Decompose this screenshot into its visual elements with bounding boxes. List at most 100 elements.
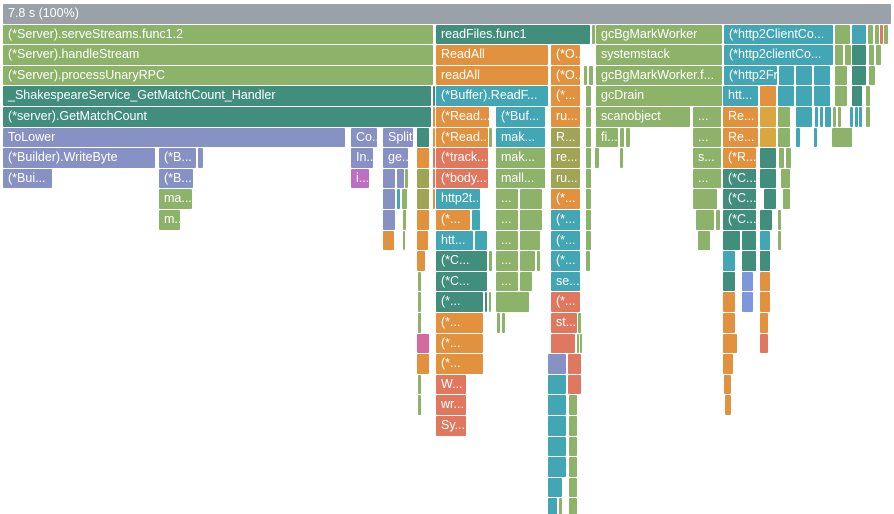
frame-block[interactable]	[397, 168, 404, 189]
frame-block[interactable]	[760, 230, 770, 251]
frame-readall[interactable]: readAll	[436, 65, 548, 86]
frame-block[interactable]	[418, 395, 421, 415]
frame-block[interactable]	[814, 65, 830, 86]
frame-block[interactable]	[586, 168, 591, 189]
frame-block[interactable]	[779, 65, 794, 86]
frame-block[interactable]	[852, 86, 862, 106]
frame-block[interactable]	[855, 107, 858, 127]
frame-block[interactable]	[884, 24, 888, 45]
frame-st[interactable]: st...	[551, 313, 577, 333]
frame-block[interactable]	[825, 107, 831, 127]
frame-block[interactable]	[489, 127, 492, 148]
frame-block[interactable]	[433, 127, 435, 148]
frame-[interactable]: (*...	[551, 251, 580, 271]
frame-c[interactable]: (*C...	[436, 271, 487, 292]
frame-block[interactable]	[417, 168, 429, 189]
frame-scanobject[interactable]: scanobject	[596, 107, 690, 127]
frame-block[interactable]	[723, 251, 735, 271]
frame-block[interactable]	[796, 107, 812, 127]
frame-[interactable]: (*...	[436, 354, 483, 374]
frame-block[interactable]	[433, 86, 435, 106]
frame-block[interactable]	[417, 230, 428, 251]
frame-block[interactable]	[383, 230, 394, 251]
frame-block[interactable]	[496, 292, 529, 312]
frame-block[interactable]	[198, 148, 203, 168]
frame-block[interactable]	[569, 477, 577, 498]
frame-gcbgmarkworker[interactable]: gcBgMarkWorker	[596, 24, 722, 45]
frame-[interactable]: (*...	[551, 189, 580, 209]
frame-buffer-readf[interactable]: (*Buffer).ReadF...	[436, 86, 548, 106]
frame-i[interactable]: i...	[351, 168, 369, 189]
frame-block[interactable]	[723, 292, 735, 312]
frame-block[interactable]	[786, 148, 791, 168]
frame-block[interactable]	[520, 271, 532, 292]
frame-[interactable]: ...	[496, 251, 518, 271]
frame-block[interactable]	[569, 416, 577, 436]
frame-block[interactable]	[783, 189, 790, 209]
frame-[interactable]: ...	[693, 107, 721, 127]
frame-c[interactable]: (*C...	[723, 189, 756, 209]
frame-block[interactable]	[586, 127, 591, 148]
frame-block[interactable]	[778, 86, 794, 106]
frame-wr[interactable]: wr...	[436, 395, 466, 415]
frame-ru[interactable]: ru...	[551, 107, 580, 127]
frame-block[interactable]	[569, 436, 577, 457]
frame-block[interactable]	[869, 45, 874, 65]
frame-block[interactable]	[433, 189, 435, 209]
frame-server-getmatchcount[interactable]: (*server).GetMatchCount	[3, 107, 431, 127]
frame-track[interactable]: (*track...	[436, 148, 488, 168]
frame-r[interactable]: (*R...	[723, 148, 756, 168]
frame-[interactable]: ...	[693, 127, 721, 148]
frame-se[interactable]: se...	[551, 271, 580, 292]
frame-ru[interactable]: ru...	[551, 168, 580, 189]
frame-block[interactable]	[835, 45, 843, 65]
frame-split[interactable]: Split	[383, 127, 413, 148]
frame-block[interactable]	[489, 251, 492, 271]
frame-block[interactable]	[869, 65, 875, 86]
frame-block[interactable]	[866, 86, 870, 106]
frame-block[interactable]	[868, 24, 873, 45]
frame-block[interactable]	[417, 189, 429, 209]
frame-block[interactable]	[569, 457, 577, 477]
frame-block[interactable]	[852, 45, 866, 65]
frame-re[interactable]: Re...	[723, 107, 758, 127]
frame-block[interactable]	[760, 210, 772, 230]
frame-block[interactable]	[586, 210, 591, 230]
frame-block[interactable]	[417, 210, 429, 230]
frame-b[interactable]: (*B...	[159, 168, 193, 189]
frame-readfiles-func1[interactable]: readFiles.func1	[436, 24, 590, 45]
frame-block[interactable]	[716, 210, 720, 230]
frame-block[interactable]	[760, 292, 770, 312]
frame-block[interactable]	[520, 189, 542, 209]
frame-block[interactable]	[417, 127, 429, 148]
frame-[interactable]: (*...	[436, 313, 483, 333]
frame-block[interactable]	[418, 292, 421, 312]
frame-block[interactable]	[578, 313, 581, 333]
frame-block[interactable]	[418, 313, 421, 333]
frame-[interactable]: (*...	[436, 292, 483, 312]
frame-block[interactable]	[880, 24, 883, 45]
frame-block[interactable]	[568, 374, 581, 395]
frame-block[interactable]	[548, 395, 566, 415]
frame-body[interactable]: (*body...	[436, 168, 488, 189]
frame-block[interactable]	[417, 148, 429, 168]
frame-block[interactable]	[580, 333, 582, 354]
frame-mak[interactable]: mak...	[496, 148, 545, 168]
frame-block[interactable]	[402, 189, 407, 209]
frame-block[interactable]	[589, 65, 593, 86]
frame-block[interactable]	[586, 189, 591, 209]
frame-block[interactable]	[723, 333, 737, 354]
frame-gcdrain[interactable]: gcDrain	[596, 86, 722, 106]
frame-block[interactable]	[520, 210, 542, 230]
frame-sy[interactable]: Sy...	[436, 416, 466, 436]
frame-block[interactable]	[760, 148, 776, 168]
frame-block[interactable]	[796, 127, 800, 148]
frame-block[interactable]	[586, 251, 590, 271]
frame-block[interactable]	[569, 395, 577, 415]
frame-http2clientco[interactable]: (*http2clientCo...	[724, 45, 833, 65]
frame-[interactable]: ...	[693, 168, 721, 189]
frame-block[interactable]	[417, 333, 429, 354]
frame-block[interactable]	[835, 86, 847, 106]
frame-c[interactable]: (*C...	[723, 168, 756, 189]
frame-block[interactable]	[778, 210, 781, 230]
